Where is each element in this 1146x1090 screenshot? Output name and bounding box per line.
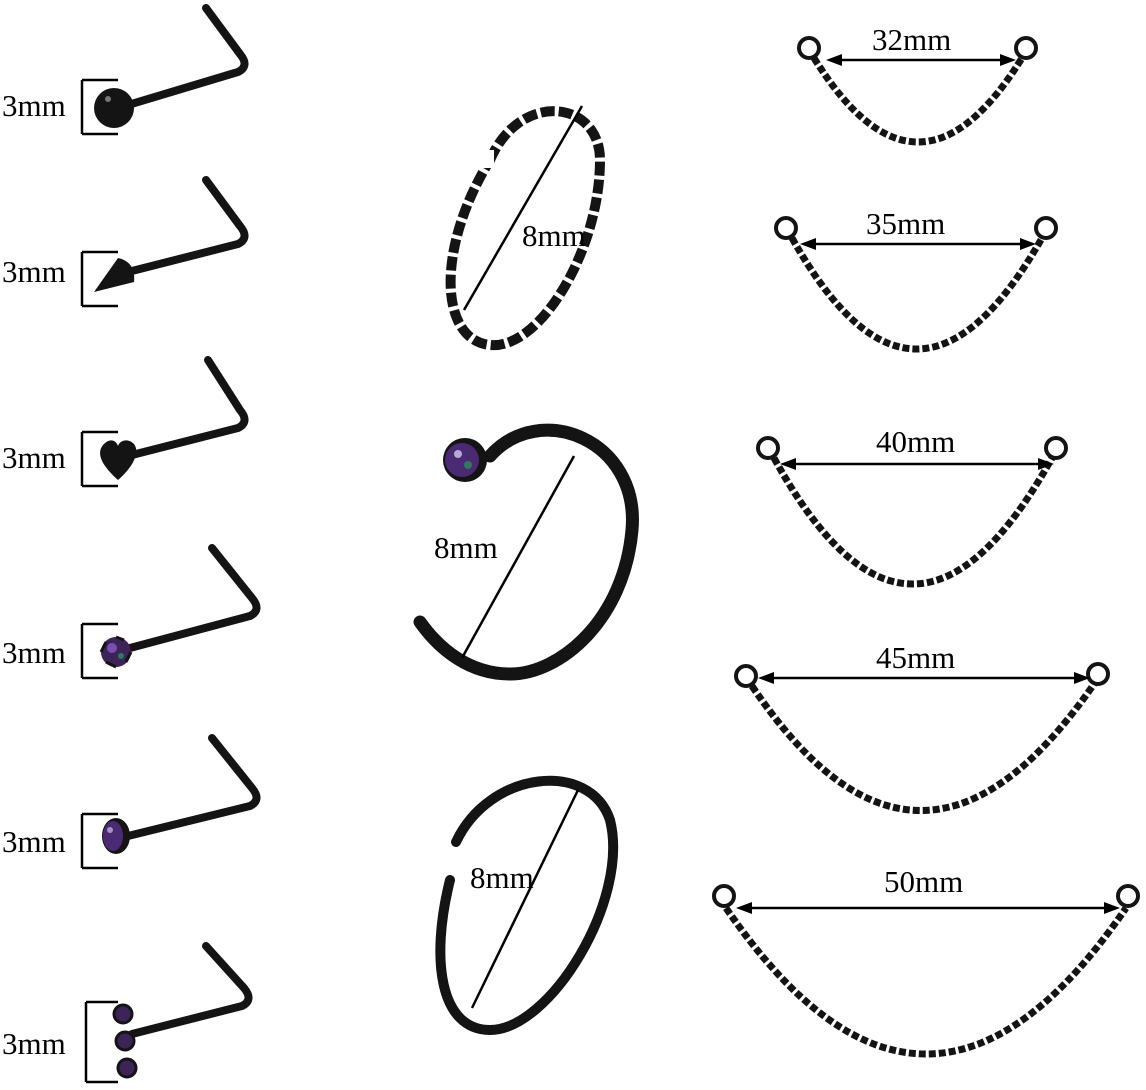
twisted-hoop-icon (445, 105, 606, 351)
size-label: 3mm (2, 254, 66, 289)
size-label: 8mm (470, 860, 534, 895)
heart-stud-icon (80, 356, 249, 488)
bezel-gem-stud-icon (80, 734, 261, 870)
size-label: 8mm (522, 218, 586, 253)
triple-gem-stud-icon (84, 942, 253, 1084)
size-label: 3mm (2, 1026, 66, 1061)
length-label: 40mm (876, 424, 956, 459)
spike-stud-icon (80, 176, 249, 308)
length-label: 50mm (884, 864, 964, 899)
size-label: 3mm (2, 824, 66, 859)
chain-icon (797, 36, 1038, 146)
size-label: 8mm (434, 530, 498, 565)
length-label: 45mm (876, 640, 956, 675)
size-label: 3mm (2, 440, 66, 475)
chain-icon (712, 884, 1140, 1058)
chain-icon (734, 662, 1110, 814)
plain-hoop-icon (435, 775, 619, 1036)
ball-stud-icon (80, 4, 249, 136)
length-label: 32mm (872, 22, 952, 57)
chain-icon (774, 216, 1058, 353)
size-label: 3mm (2, 88, 66, 123)
size-label: 3mm (2, 635, 66, 670)
length-label: 35mm (866, 206, 946, 241)
prong-gem-stud-icon (80, 544, 261, 680)
chain-icon (756, 436, 1068, 588)
gem-hoop-icon (413, 423, 639, 681)
